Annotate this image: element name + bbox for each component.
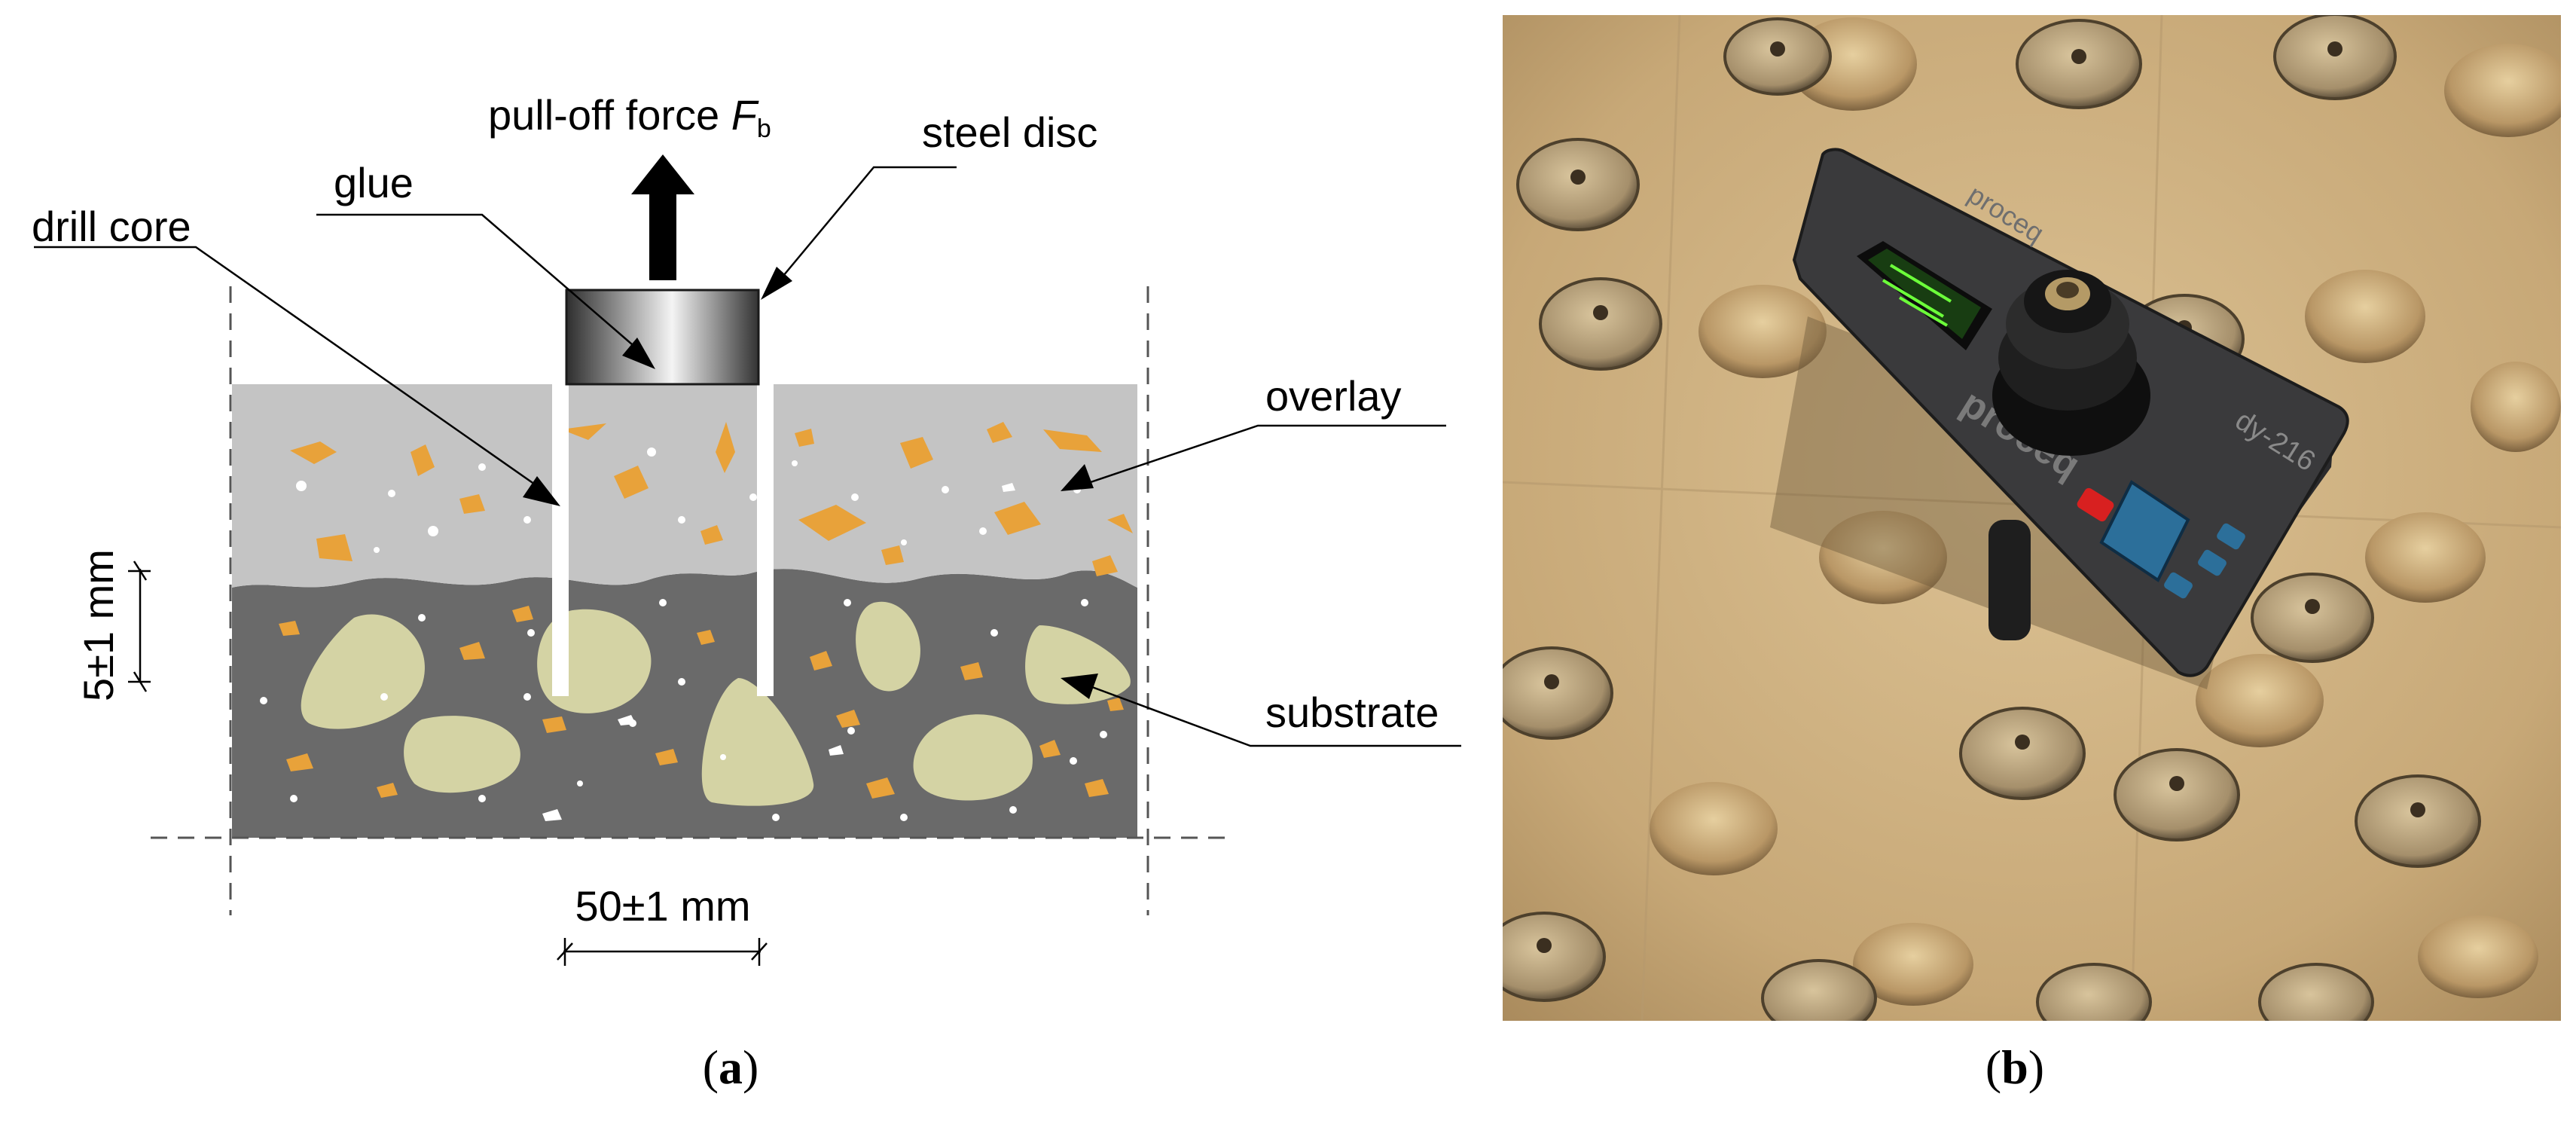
white-specks	[260, 447, 1107, 821]
overlay-layer	[232, 384, 1137, 588]
panel-b-photo: proceq proceq dy-216	[1503, 15, 2561, 1094]
substrate-label: substrate	[1265, 689, 1439, 736]
drill-core-right-cut	[757, 381, 774, 696]
drill-core-left-cut	[552, 381, 569, 696]
device-red-key	[2077, 487, 2114, 522]
leader-arrowheads	[523, 267, 1098, 699]
drill-core-label: drill core	[32, 203, 191, 250]
thickness-dimension	[128, 560, 151, 692]
pull-off-force-label: pull-off force Fb	[488, 91, 771, 143]
core-holes	[1650, 17, 2561, 1006]
panel-a-caption: (a)	[703, 1040, 759, 1094]
dashed-boundaries	[151, 286, 1232, 915]
panel-a-diagram: pull-off force Fb steel disc glue drill …	[32, 91, 1461, 1094]
pull-off-force-arrow	[631, 154, 694, 280]
steel-disc-label: steel disc	[922, 108, 1097, 156]
panel-b-caption: (b)	[1985, 1040, 2044, 1094]
device-knob	[1992, 270, 2150, 456]
leader-lines	[34, 166, 1461, 747]
pull-off-tester: proceq proceq dy-216	[1792, 148, 2349, 677]
device-keypad	[2099, 480, 2190, 582]
overlay-label: overlay	[1265, 372, 1402, 420]
diameter-dimension-label: 50±1 mm	[575, 882, 750, 930]
orange-aggregates	[279, 422, 1133, 799]
thickness-dimension-label: 5±1 mm	[75, 549, 122, 701]
device-leg	[1988, 520, 2031, 640]
diameter-dimension	[557, 938, 768, 966]
steel-disc	[565, 289, 760, 386]
glue-label: glue	[334, 159, 414, 206]
